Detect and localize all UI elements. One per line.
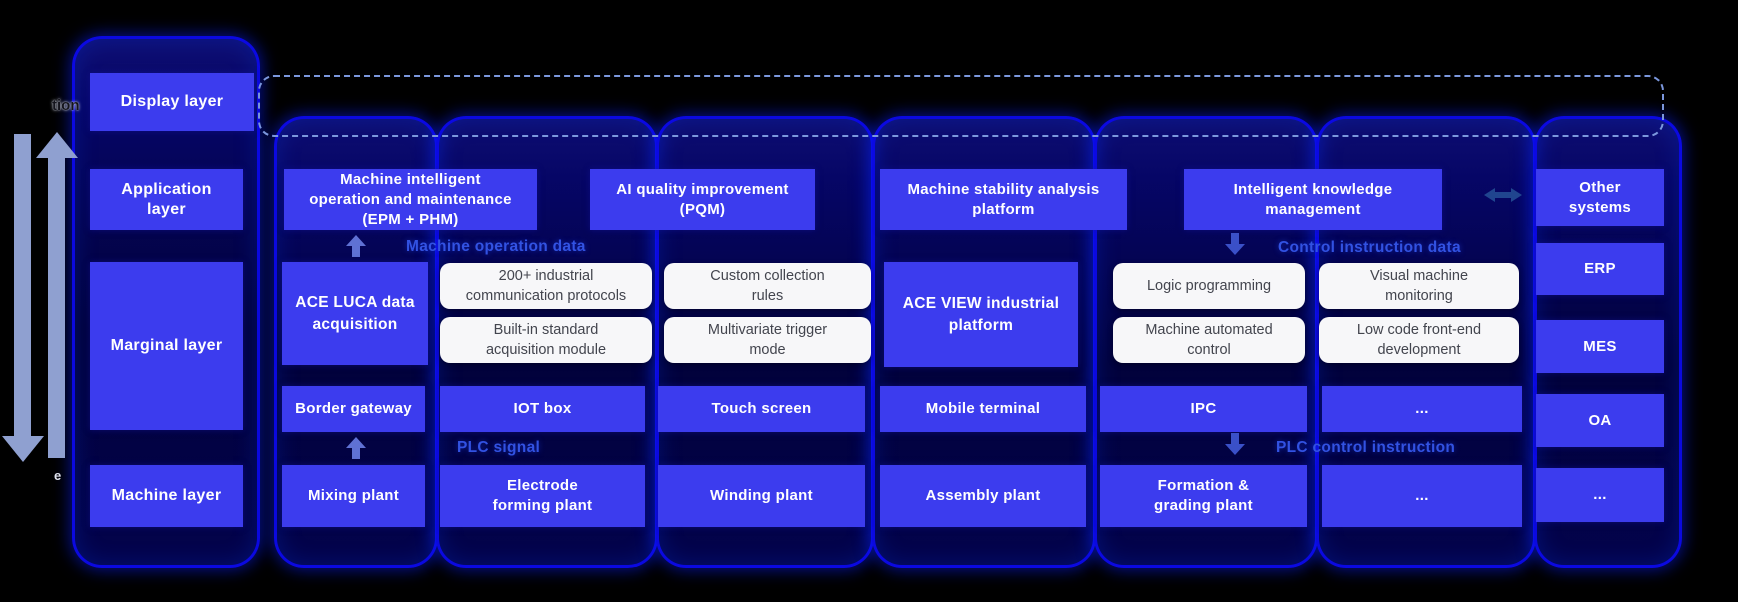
- box-devices-more: ...: [1322, 386, 1522, 432]
- box-other-systems: Other systems: [1536, 169, 1664, 226]
- chip-logic-programming: Logic programming: [1113, 263, 1305, 309]
- box-application-layer: Application layer: [90, 169, 243, 230]
- box-machine-intelligent-om: Machine intelligent operation and mainte…: [284, 169, 537, 230]
- display-layer-dashed-outline: [258, 75, 1664, 137]
- down-arrow-icon: [14, 134, 31, 436]
- up-arrow-icon: [346, 437, 366, 459]
- clipped-text-fragment: tion: [52, 97, 80, 114]
- chip-custom-rules: Custom collection rules: [664, 263, 871, 309]
- box-touch-screen: Touch screen: [658, 386, 865, 432]
- chip-machine-automated-control: Machine automated control: [1113, 317, 1305, 363]
- double-arrow-icon: [1484, 188, 1522, 202]
- box-display-layer: Display layer: [90, 73, 254, 131]
- label-control-instruction-data: Control instruction data: [1278, 239, 1461, 256]
- box-winding-plant: Winding plant: [658, 465, 865, 527]
- box-border-gateway: Border gateway: [282, 386, 425, 432]
- box-ai-quality-improvement: AI quality improvement (PQM): [590, 169, 815, 230]
- clipped-text-fragment: e: [54, 468, 62, 483]
- box-intelligent-knowledge-mgmt: Intelligent knowledge management: [1184, 169, 1442, 230]
- box-mixing-plant: Mixing plant: [282, 465, 425, 527]
- box-mes: MES: [1536, 320, 1664, 373]
- label-plc-signal: PLC signal: [457, 439, 541, 456]
- box-machine-stability-platform: Machine stability analysis platform: [880, 169, 1127, 230]
- down-arrow-icon: [1225, 433, 1245, 455]
- box-machine-layer: Machine layer: [90, 465, 243, 527]
- down-arrow-icon: [1225, 233, 1245, 255]
- box-systems-more: ...: [1536, 468, 1664, 522]
- box-mobile-terminal: Mobile terminal: [880, 386, 1086, 432]
- down-arrowhead-icon: [2, 436, 44, 462]
- up-arrow-icon: [48, 158, 65, 458]
- box-electrode-plant: Electrode forming plant: [440, 465, 645, 527]
- box-marginal-layer: Marginal layer: [90, 262, 243, 430]
- chip-low-code-dev: Low code front-end development: [1319, 317, 1519, 363]
- chip-multivariate-mode: Multivariate trigger mode: [664, 317, 871, 363]
- box-ace-view: ACE VIEW industrial platform: [884, 262, 1078, 367]
- chip-builtin-module: Built-in standard acquisition module: [440, 317, 652, 363]
- box-assembly-plant: Assembly plant: [880, 465, 1086, 527]
- box-oa: OA: [1536, 394, 1664, 447]
- box-machines-more: ...: [1322, 465, 1522, 527]
- box-ace-luca: ACE LUCA data acquisition: [282, 262, 428, 365]
- box-iot-box: IOT box: [440, 386, 645, 432]
- label-machine-operation-data: Machine operation data: [406, 238, 586, 255]
- up-arrowhead-icon: [36, 132, 78, 158]
- box-ipc: IPC: [1100, 386, 1307, 432]
- box-erp: ERP: [1536, 243, 1664, 295]
- box-formation-plant: Formation & grading plant: [1100, 465, 1307, 527]
- label-plc-control-instruction: PLC control instruction: [1276, 439, 1456, 456]
- chip-200-protocols: 200+ industrial communication protocols: [440, 263, 652, 309]
- chip-visual-monitoring: Visual machine monitoring: [1319, 263, 1519, 309]
- up-arrow-icon: [346, 235, 366, 257]
